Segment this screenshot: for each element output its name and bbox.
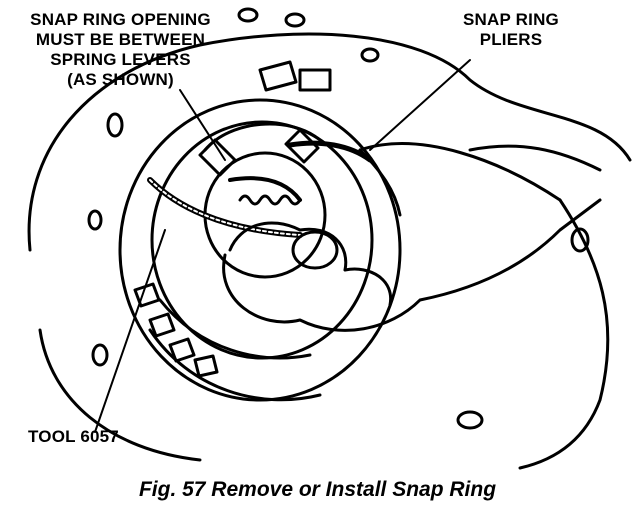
callout-line: SNAP RING (463, 10, 559, 29)
bolt-hole (284, 12, 306, 28)
case-flange (38, 328, 202, 462)
tool-6057-bar (147, 177, 303, 238)
leader-line-tool (94, 229, 166, 433)
callout-line: SPRING LEVERS (50, 50, 191, 69)
transmission-case (27, 32, 632, 252)
clutch-drum-inner (150, 120, 374, 360)
return-spring (238, 194, 302, 206)
callout-line: PLIERS (479, 30, 543, 49)
finger-tip (291, 230, 339, 270)
bolt-hole (456, 410, 484, 430)
bolt-hole (106, 112, 124, 138)
figure-caption: Fig. 57 Remove or Install Snap Ring (138, 478, 497, 501)
callout-line: (AS SHOWN) (67, 70, 174, 89)
leader-line-pliers (369, 59, 471, 151)
spring-lever (198, 138, 237, 177)
bolt-hole (87, 209, 103, 231)
snap-ring-pliers (287, 140, 373, 163)
bolt-hole (91, 343, 109, 367)
callout-tool-6057: TOOL 6057 (28, 427, 119, 446)
hand (222, 198, 602, 332)
leader-line-snap-opening (179, 89, 226, 161)
callout-snap-ring-pliers: SNAP RING PLIERS (446, 10, 576, 50)
bolt-hole (360, 47, 380, 63)
bolt-hole (237, 7, 259, 23)
bolt-hole (570, 227, 590, 253)
callout-line: MUST BE BETWEEN (35, 30, 206, 49)
clutch-drum-outer (118, 98, 402, 402)
callout-snap-ring-opening: SNAP RING OPENING MUST BE BETWEEN SPRING… (8, 10, 233, 90)
snap-ring-illustration (27, 7, 632, 470)
callout-line: SNAP RING OPENING (30, 10, 211, 29)
